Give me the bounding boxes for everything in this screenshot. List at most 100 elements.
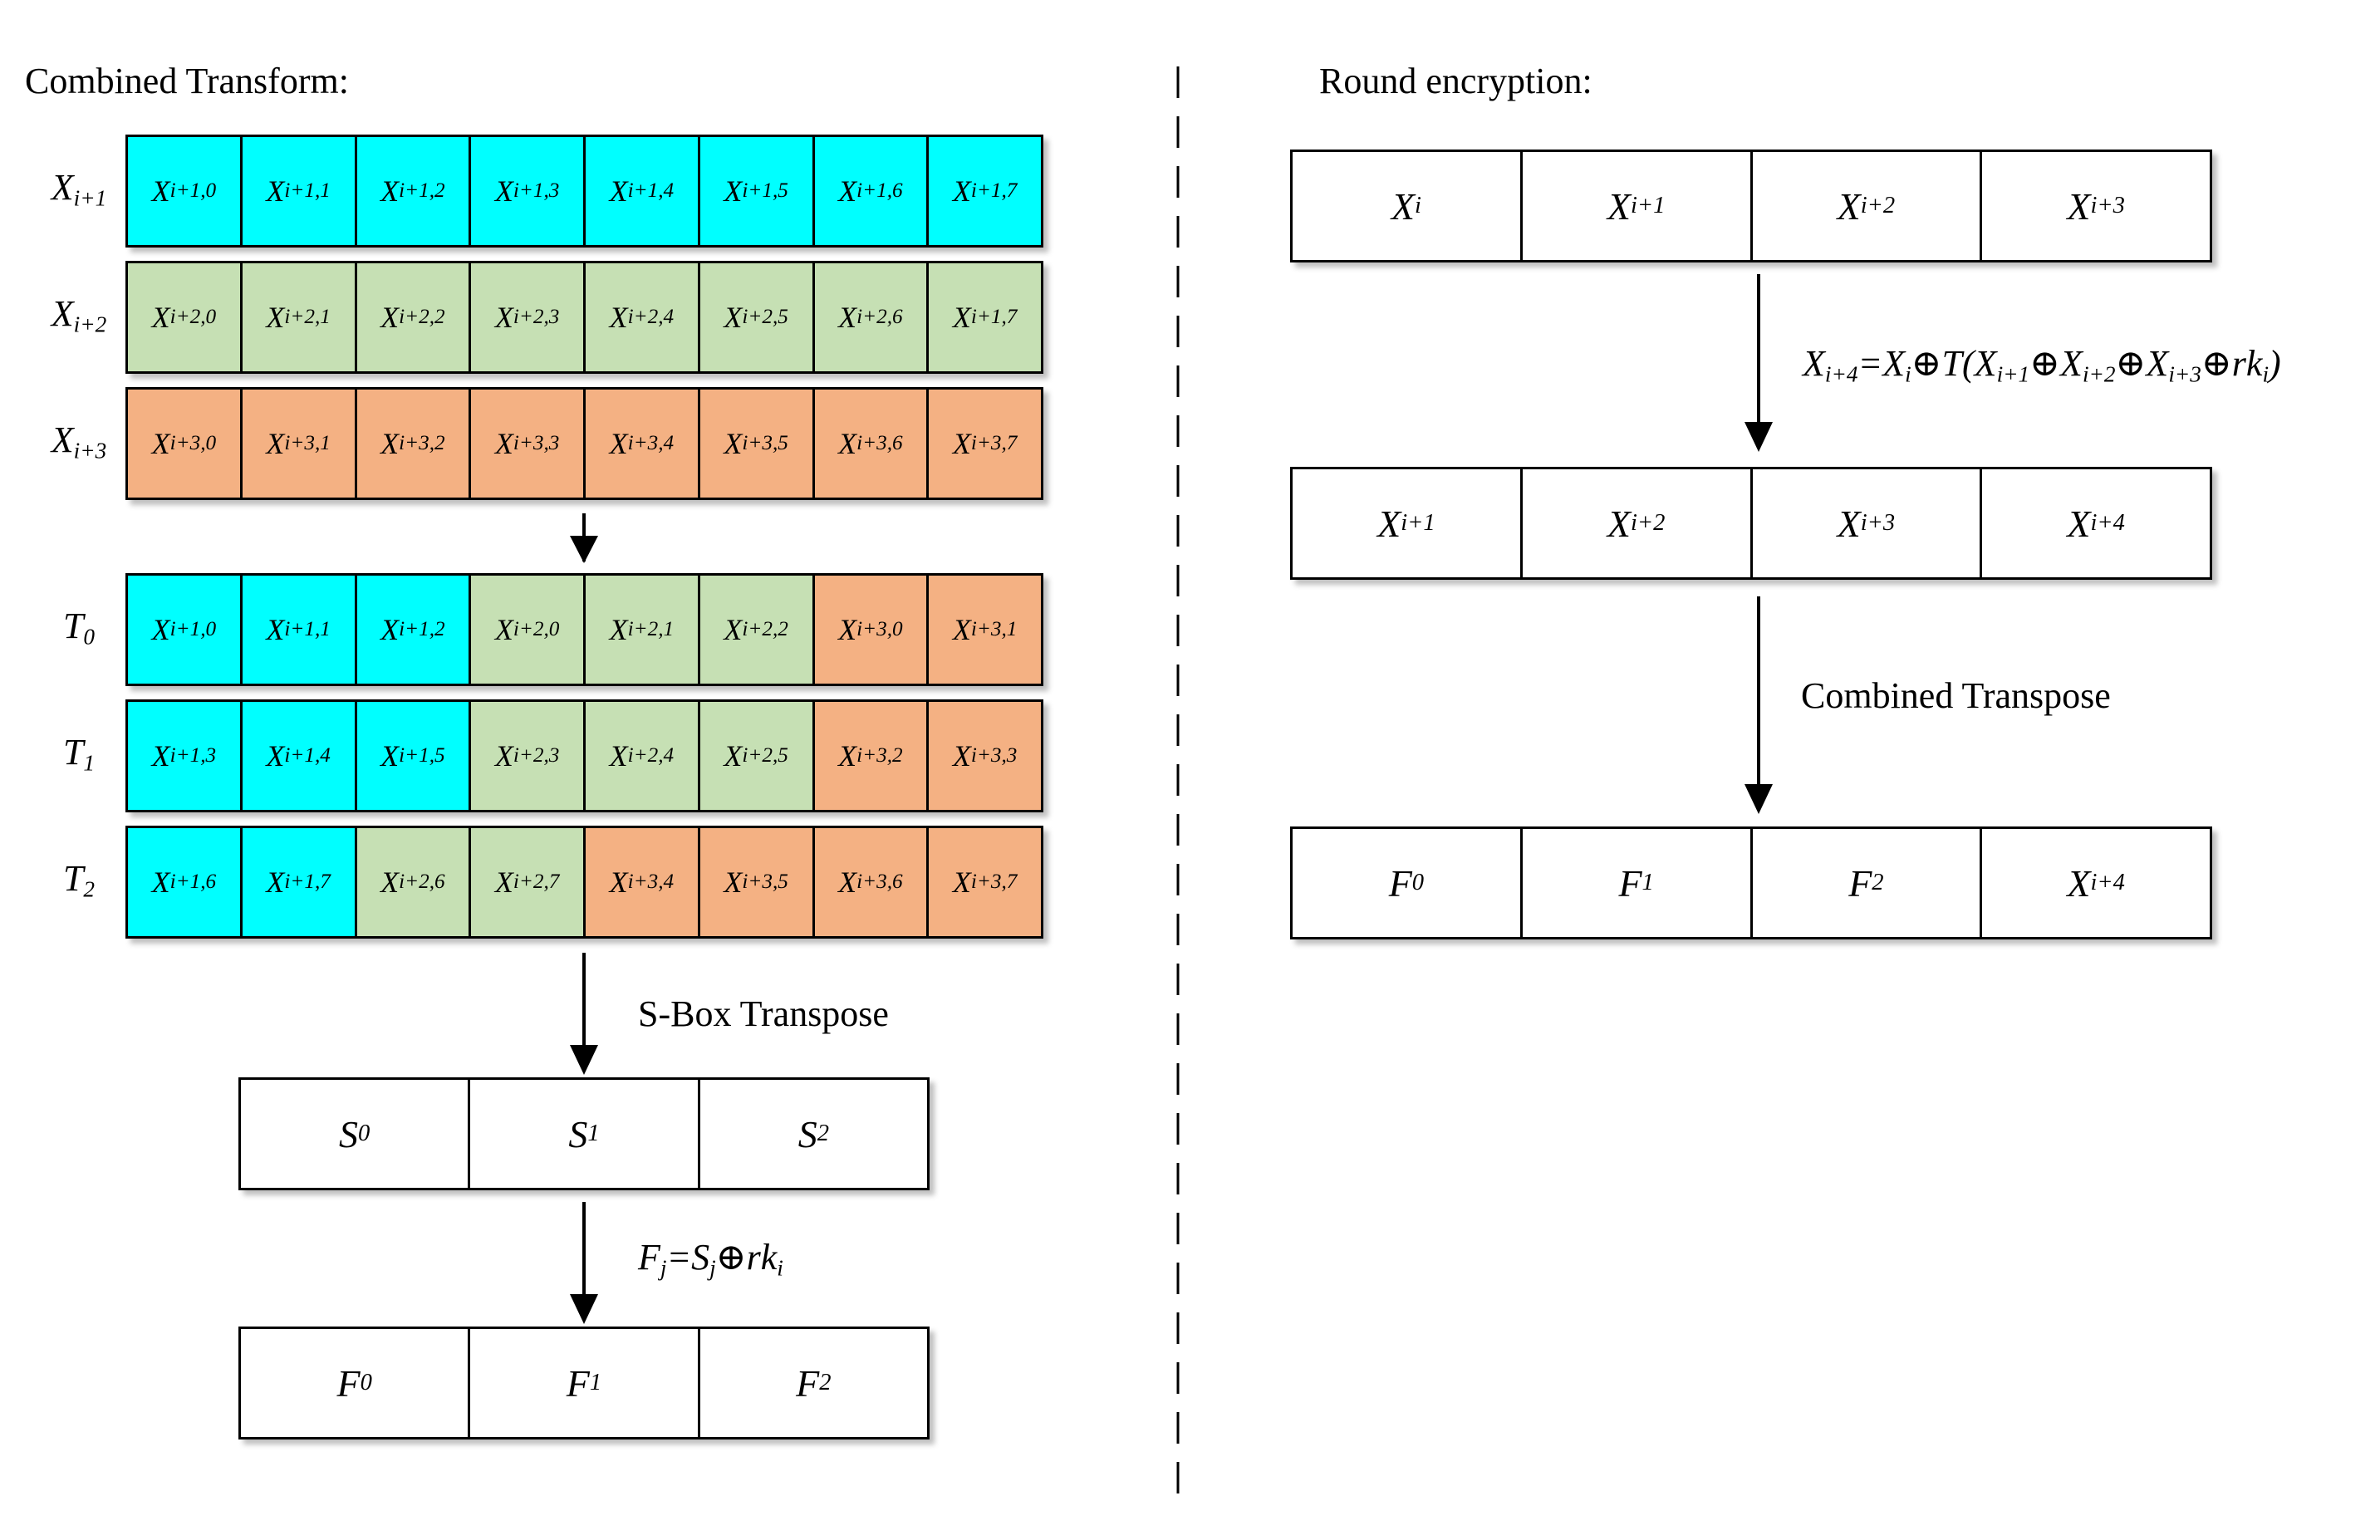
- transform-row-4-cell-6-text: X: [838, 739, 857, 772]
- round-formula-part-8: ⊕: [2115, 343, 2147, 384]
- round-formula-part-7-subscript: i+2: [2082, 361, 2116, 387]
- round-input-row-cell-1-text: X: [1607, 184, 1631, 228]
- f-formula-lhs-subscript: j: [660, 1255, 667, 1281]
- row-label-4-text: T: [62, 732, 84, 772]
- f-formula-s-subscript: j: [709, 1255, 716, 1281]
- round-shifted-row-cell-2-text: X: [1837, 502, 1861, 545]
- transform-row-0-cell-3-text: X: [494, 174, 513, 208]
- transform-row-5-cell-6-text: X: [838, 866, 857, 899]
- transform-row-3-cell-4-text: X: [609, 613, 628, 646]
- transform-row-4-cell-3-text: X: [494, 739, 513, 772]
- transform-row-1-cell-1-text: X: [266, 301, 285, 334]
- arrow-round-2-head: [1745, 784, 1773, 814]
- round-formula-part-6: ⊕: [2029, 343, 2061, 384]
- transform-row-5-cell-2-text: X: [380, 866, 400, 899]
- transform-row-3-cell-3-text: X: [494, 613, 513, 646]
- transform-row-1-cell-3-text: X: [494, 301, 513, 334]
- transform-row-4-cell-4-text: X: [609, 739, 628, 772]
- arrow-t-to-s-head: [570, 1045, 598, 1075]
- round-output-row-cell-3-text: X: [2067, 861, 2091, 905]
- f-row-left-cell-1-text: F: [566, 1361, 590, 1405]
- transform-row-1-cell-6-text: X: [838, 301, 857, 334]
- round-formula-part-9: X: [2146, 343, 2169, 384]
- f-formula-eq: =: [666, 1237, 692, 1278]
- round-formula-part-2: X: [1882, 343, 1906, 384]
- round-output-row-cell-0-text: F: [1388, 861, 1412, 905]
- round-formula-part-9-subscript: i+3: [2168, 361, 2201, 387]
- transform-row-2-cell-0-text: X: [151, 427, 170, 460]
- round-formula-part-12: ): [2269, 343, 2281, 384]
- f-formula: Fj=Sj⊕rki: [638, 1236, 783, 1281]
- s-row-cell-1-text: S: [568, 1112, 588, 1155]
- transform-row-2-cell-5-text: X: [724, 427, 743, 460]
- row-label-3-text: T: [62, 606, 84, 646]
- row-label-1-text: X: [51, 293, 74, 334]
- transform-row-5-cell-5-text: X: [724, 866, 743, 899]
- transform-row-5-cell-4-text: X: [609, 866, 628, 899]
- row-label-0-text: X: [51, 167, 74, 208]
- round-formula-part-1: =: [1857, 343, 1883, 384]
- round-formula-part-10: ⊕: [2201, 343, 2232, 384]
- round-formula-part-5: X: [1974, 343, 1997, 384]
- round-input-row-cell-3-text: X: [2067, 184, 2091, 228]
- transform-row-3-cell-0-text: X: [151, 613, 170, 646]
- transform-row-0-cell-7-text: X: [952, 174, 971, 208]
- sbox-transpose-label: S-Box Transpose: [638, 993, 889, 1034]
- round-formula-part-11: rk: [2231, 343, 2263, 384]
- transform-row-4-cell-0-text: X: [151, 739, 170, 772]
- row-label-1-text-subscript: i+2: [73, 311, 107, 337]
- row-label-2-text-subscript: i+3: [73, 438, 107, 463]
- transform-row-1-cell-2-text: X: [380, 301, 400, 334]
- transform-row-3-cell-2-text: X: [380, 613, 400, 646]
- round-input-row-cell-2-text: X: [1837, 184, 1861, 228]
- row-label-1: Xi+2: [33, 292, 125, 337]
- row-label-2: Xi+3: [33, 419, 125, 463]
- transform-row-0-cell-5-text: X: [724, 174, 743, 208]
- transform-row-3-cell-6-text: X: [838, 613, 857, 646]
- row-label-0-text-subscript: i+1: [73, 185, 107, 211]
- transform-row-3-cell-1-text: X: [266, 613, 285, 646]
- transform-row-4-cell-2-text: X: [380, 739, 400, 772]
- transform-row-3-cell-5-text: X: [724, 613, 743, 646]
- row-label-4: T1: [33, 731, 125, 774]
- f-formula-rk-subscript: i: [777, 1255, 783, 1281]
- left-panel-title: Combined Transform:: [25, 61, 349, 101]
- row-label-5-text: T: [62, 858, 84, 899]
- transform-row-1-cell-7-text: X: [952, 301, 971, 334]
